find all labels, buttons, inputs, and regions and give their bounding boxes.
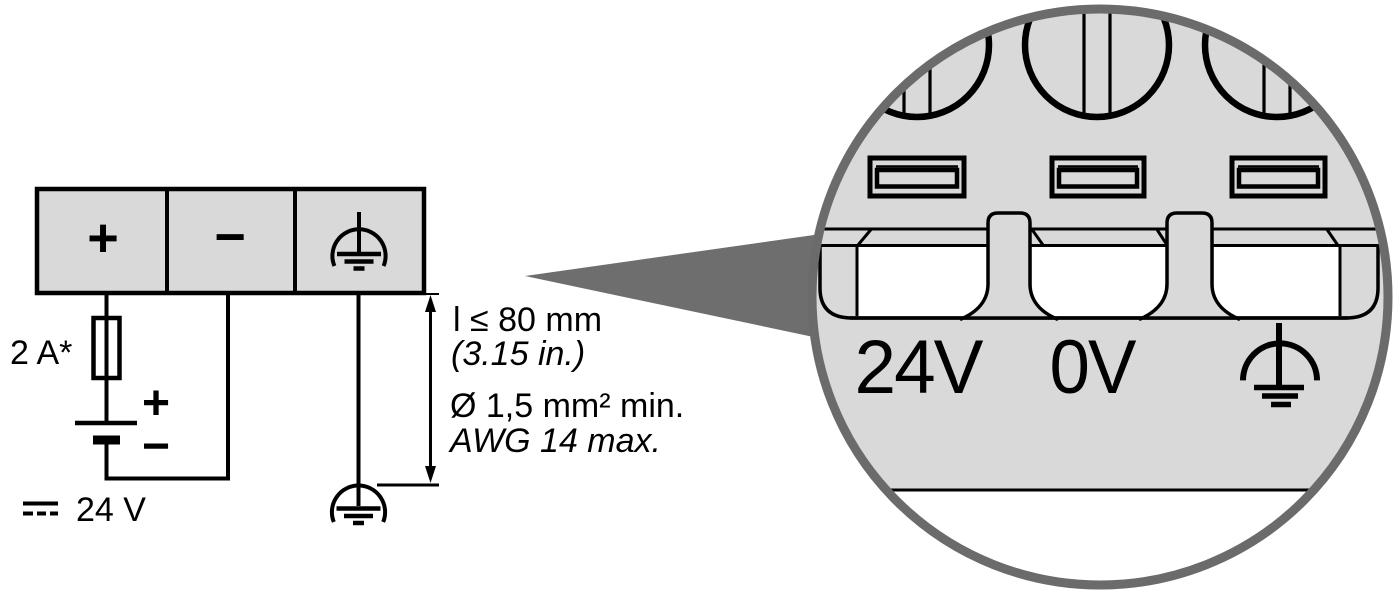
supply-voltage-label: 24 V: [76, 491, 146, 529]
terminal-cavity-earth: [1214, 247, 1339, 317]
dimension-arrow: [377, 293, 439, 487]
fuse-symbol: [91, 315, 122, 381]
screw-head-center: [1021, 13, 1173, 121]
magnifier-circle: 24V 0V: [807, 4, 1393, 590]
wire-slot-right: [1229, 155, 1328, 199]
separator-tab-2: [1138, 211, 1241, 322]
terminal-block: + −: [34, 186, 427, 296]
front-edge-strip: [816, 227, 1384, 247]
wire-slot-center: [1049, 155, 1147, 199]
length-limit-label: l ≤ 80 mm: [453, 301, 602, 339]
battery-plus-label: +: [142, 377, 170, 430]
length-limit-inches-label: (3.15 in.): [451, 335, 585, 373]
wire-gauge-awg-label: AWG 14 max.: [448, 422, 661, 460]
minus-terminal-label: −: [214, 207, 246, 267]
dc-symbol-icon: [23, 501, 58, 516]
arrowhead-down: [425, 466, 436, 483]
callout-wedge: [525, 231, 842, 343]
separator-tab-1: [959, 211, 1059, 322]
power-schematic: + − 2 A* + −: [10, 186, 684, 529]
earth-symbol-icon: [1240, 323, 1320, 408]
earth-ground-icon: [329, 483, 388, 526]
wire-gauge-metric-label: Ø 1,5 mm² min.: [450, 387, 684, 425]
label-0v: 0V: [1050, 325, 1137, 410]
wire-slot-left: [867, 155, 967, 199]
fuse-rating-label: 2 A*: [10, 334, 72, 372]
arrowhead-up: [425, 295, 436, 312]
protective-earth-icon: [330, 212, 388, 271]
battery-minus-label: −: [142, 420, 170, 473]
label-24v: 24V: [855, 325, 984, 410]
magnifier-ring: [807, 4, 1393, 590]
plus-terminal-label: +: [87, 208, 119, 268]
battery-symbol: + −: [75, 377, 170, 473]
